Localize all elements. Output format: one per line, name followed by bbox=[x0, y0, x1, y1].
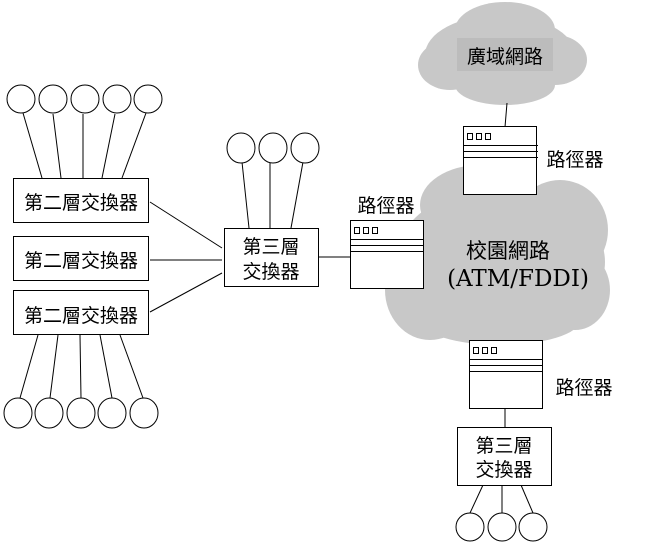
layer2-switch-label: 第二層交換器 bbox=[24, 192, 138, 214]
host-node bbox=[102, 84, 132, 114]
layer2-switch-label: 第二層交換器 bbox=[24, 250, 138, 272]
layer3-switch-label: 交換器 bbox=[242, 261, 299, 283]
wan-label: 廣域網路 bbox=[467, 46, 543, 68]
campus-label: 校園網路 bbox=[466, 239, 550, 263]
host-node bbox=[70, 84, 100, 114]
layer2-switch: 第二層交換器 bbox=[13, 236, 149, 281]
host-node bbox=[129, 397, 159, 429]
layer3-switch-label: 第三層 bbox=[475, 435, 532, 457]
host-node bbox=[455, 512, 485, 542]
router-label: 路徑器 bbox=[555, 377, 612, 399]
wan-cloud: 廣域網路 bbox=[418, 2, 587, 105]
layer3-switch-remote: 第三層 交換器 bbox=[457, 427, 552, 486]
router-label: 路徑器 bbox=[546, 149, 603, 171]
host-node bbox=[38, 84, 68, 114]
layer3-switch-label: 交換器 bbox=[475, 459, 532, 481]
host-node bbox=[518, 512, 548, 542]
host-node bbox=[97, 397, 127, 429]
host-node bbox=[258, 132, 288, 164]
wan-label-background bbox=[457, 38, 553, 71]
host-node bbox=[226, 132, 256, 164]
host-node bbox=[66, 397, 96, 429]
layer2-switch: 第二層交換器 bbox=[13, 290, 149, 335]
router-campus-bottom: 路徑器 bbox=[469, 340, 613, 409]
router-campus-left: 路徑器 bbox=[350, 195, 424, 289]
end-nodes bbox=[3, 84, 548, 542]
router-label: 路徑器 bbox=[357, 195, 414, 217]
host-node bbox=[34, 397, 64, 429]
layer3-switch-main: 第三層 交換器 bbox=[224, 228, 319, 287]
connections bbox=[19, 102, 534, 514]
campus-protocol-label: (ATM/FDDI) bbox=[447, 266, 589, 292]
router-wan: 路徑器 bbox=[463, 126, 604, 195]
layer3-switch-label: 第三層 bbox=[242, 236, 299, 258]
host-node bbox=[133, 84, 163, 114]
host-node bbox=[3, 397, 33, 429]
host-node bbox=[290, 132, 320, 164]
host-node bbox=[487, 512, 517, 542]
layer2-switch-label: 第二層交換器 bbox=[24, 305, 138, 327]
host-node bbox=[6, 84, 36, 114]
layer2-switch: 第二層交換器 bbox=[13, 178, 149, 223]
